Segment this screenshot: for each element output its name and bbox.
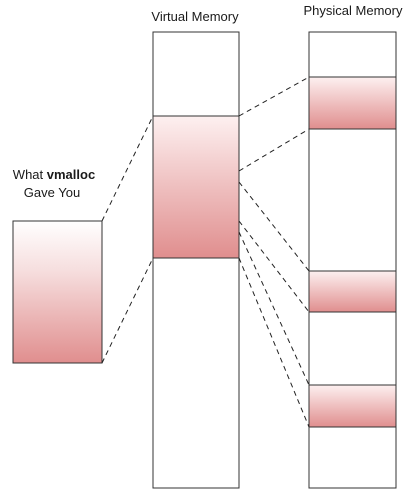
virtual-allocated-region: [152, 115, 240, 259]
vmalloc-label-line1: What vmalloc: [13, 167, 95, 182]
connector-page2-bottom: [238, 220, 310, 313]
connector-alloc-bottom: [101, 257, 154, 364]
connector-alloc-top: [101, 115, 154, 222]
physical-memory-title: Physical Memory: [304, 3, 403, 18]
connector-page1-top: [238, 76, 310, 117]
physical-page-3: [308, 384, 397, 428]
connector-page2-top: [238, 181, 310, 272]
connector-page1-bottom: [238, 128, 310, 172]
physical-page-2: [308, 270, 397, 313]
physical-page-1: [308, 76, 397, 130]
vmalloc-label-line2: Gave You: [24, 185, 80, 200]
connector-page3-bottom: [238, 257, 310, 428]
vmalloc-result-block: [12, 220, 103, 364]
virtual-memory-title: Virtual Memory: [151, 9, 239, 24]
connector-page3-top: [238, 231, 310, 386]
virtual-memory-column: [152, 31, 240, 489]
